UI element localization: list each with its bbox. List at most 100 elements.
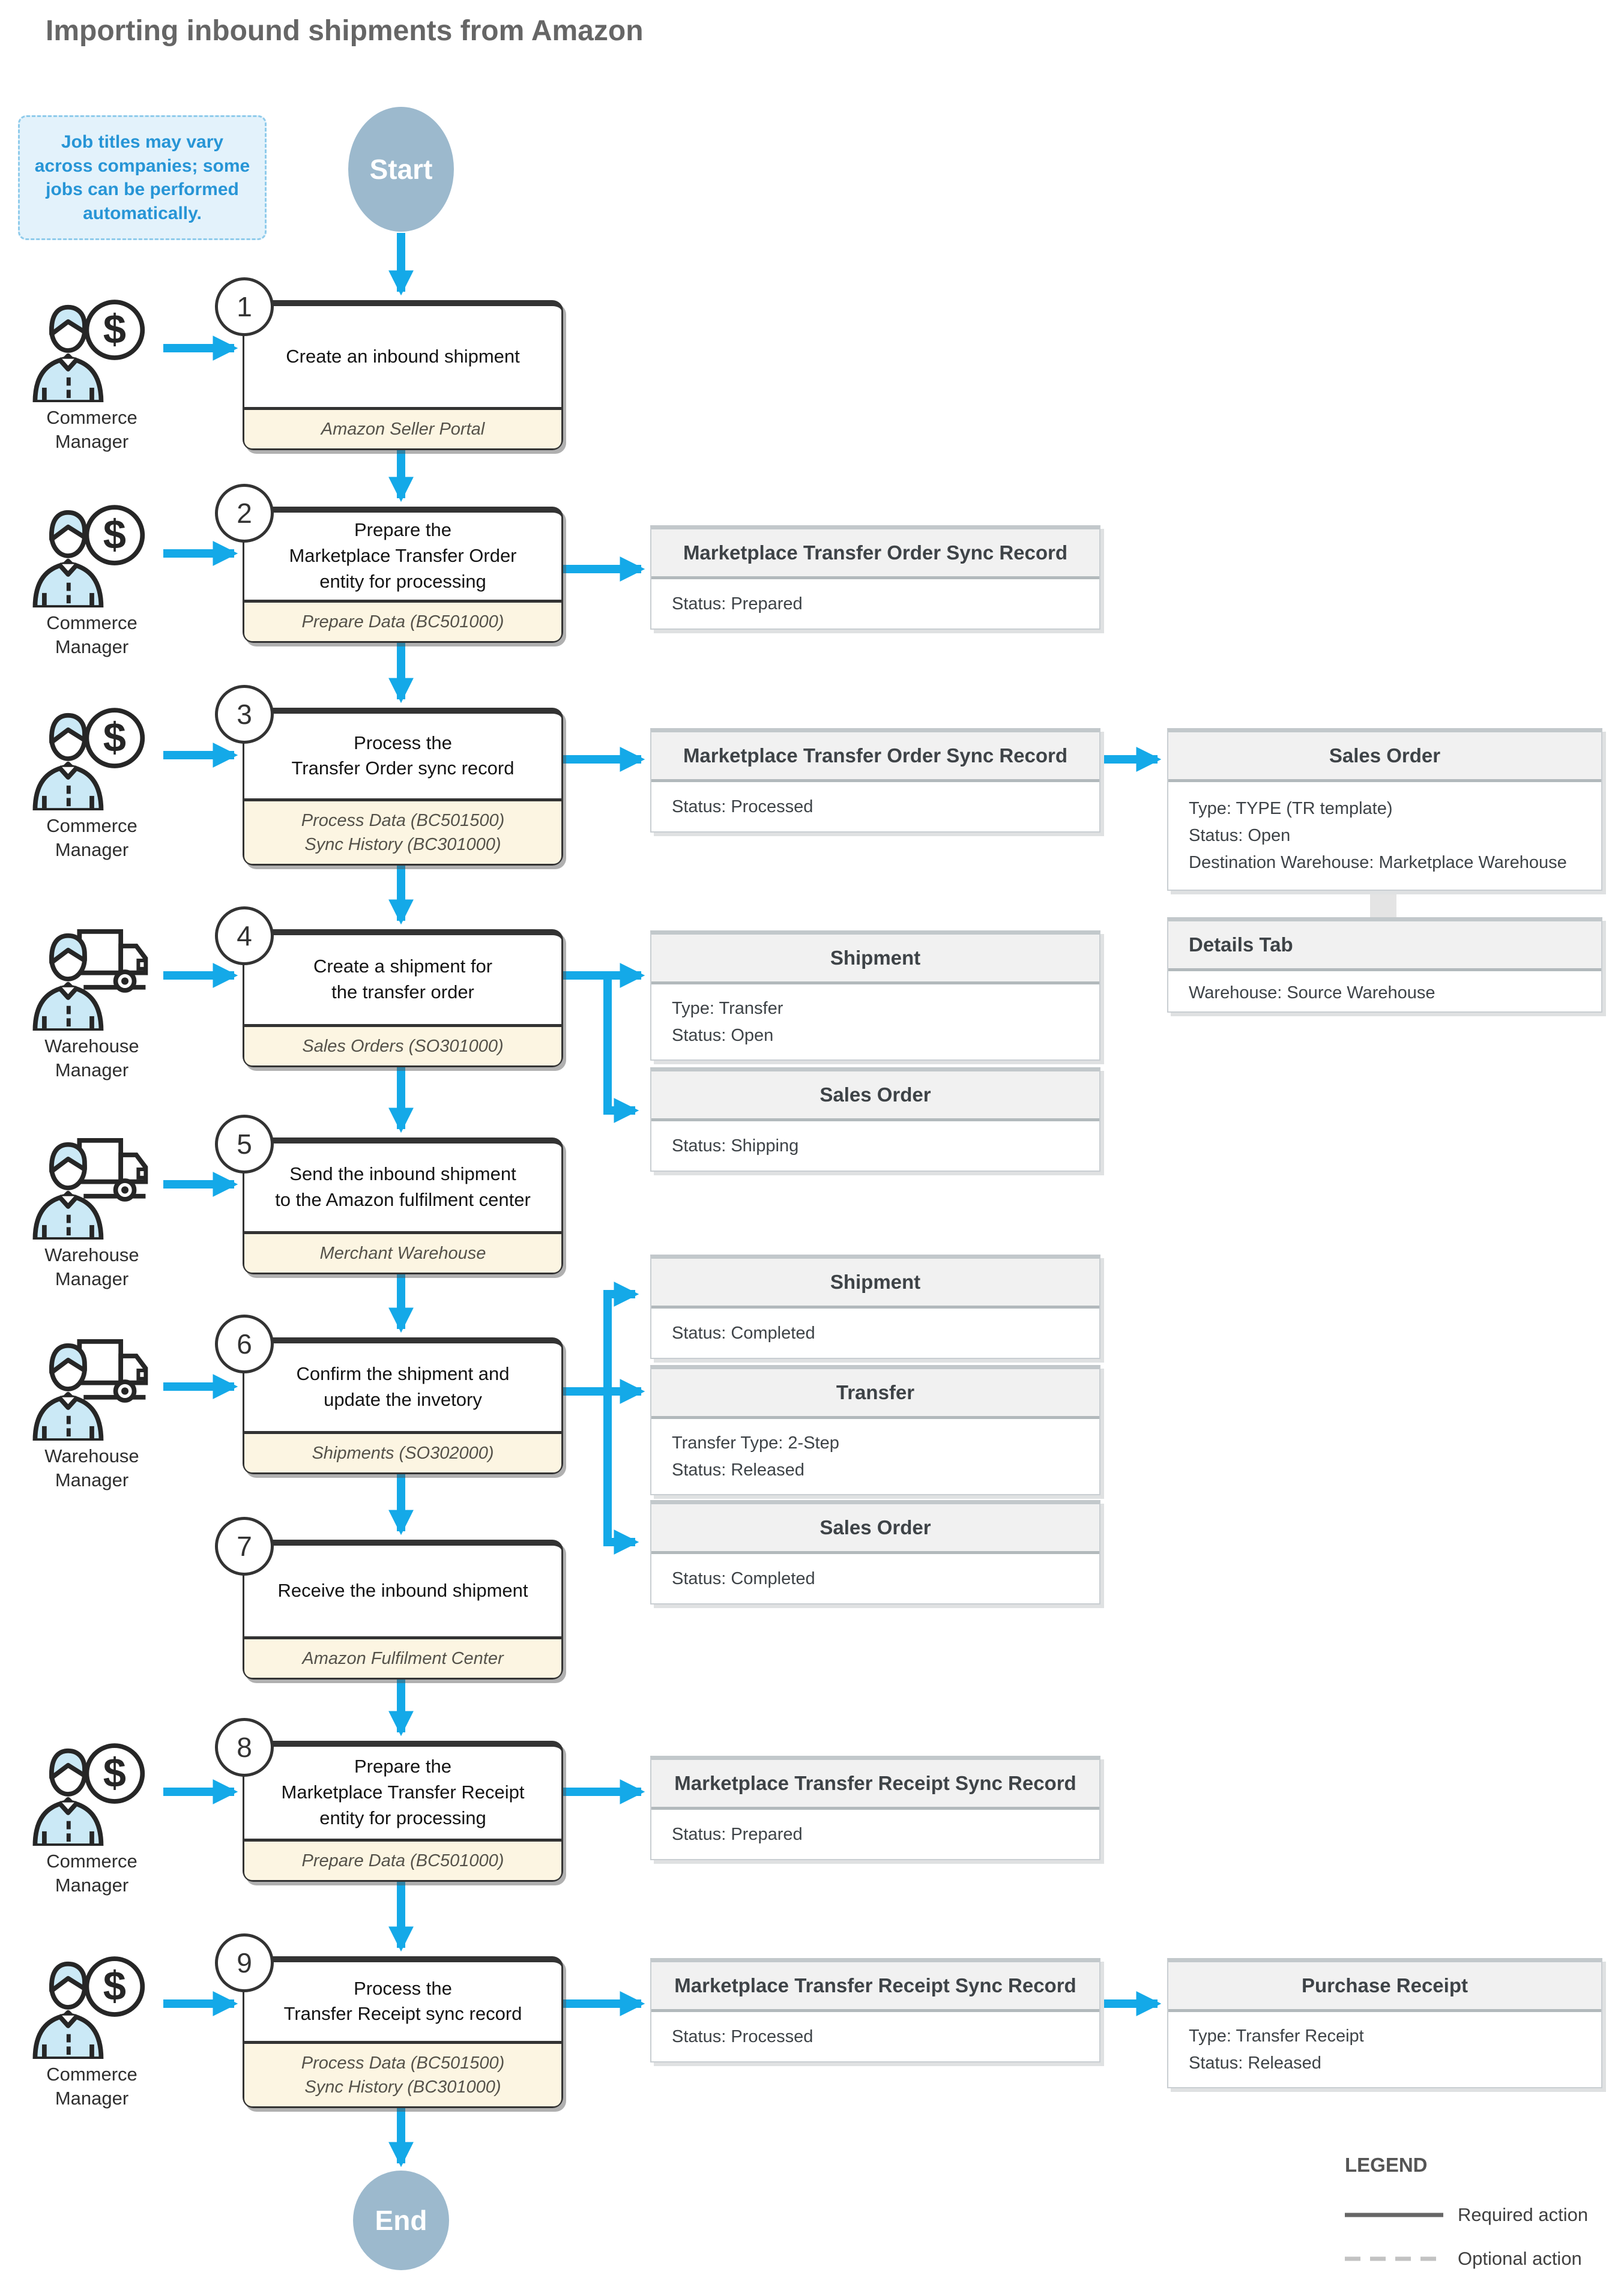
record-title: Marketplace Transfer Receipt Sync Record <box>651 1760 1099 1810</box>
step-title: Confirm the shipment and update the inve… <box>296 1363 510 1410</box>
record-body: Type: Transfer Receipt Status: Released <box>1189 2026 1364 2073</box>
step-box-1: 1 Create an inbound shipment Amazon Sell… <box>215 277 563 450</box>
record-title: Marketplace Transfer Receipt Sync Record <box>651 1962 1099 2012</box>
step-box-2: 2 Prepare the Marketplace Transfer Order… <box>215 484 563 643</box>
step-number-9: 9 <box>215 1933 274 1992</box>
record-body: Transfer Type: 2-Step Status: Released <box>672 1433 839 1480</box>
record-title: Purchase Receipt <box>1168 1962 1601 2012</box>
step-title: Create a shipment for the transfer order <box>313 956 493 1002</box>
actor-warehouse-manager-step5: Warehouse Manager <box>17 1136 167 1292</box>
step-footer: Prepare Data (BC501000) <box>244 1838 561 1880</box>
step-number-1: 1 <box>215 277 274 336</box>
step-box-8: 8 Prepare the Marketplace Transfer Recei… <box>215 1718 563 1882</box>
step-title: Send the inbound shipment to the Amazon … <box>275 1163 531 1210</box>
record-sales-order-completed: Sales Order Status: Completed <box>650 1500 1100 1604</box>
legend-title: LEGEND <box>1345 2154 1428 2176</box>
record-sales-order-open: Sales Order Type: TYPE (TR template) Sta… <box>1167 728 1602 891</box>
warehouse-manager-icon <box>29 1136 155 1240</box>
step-number-8: 8 <box>215 1718 274 1777</box>
record-sales-order-shipping: Sales Order Status: Shipping <box>650 1067 1100 1172</box>
step-footer: Merchant Warehouse <box>244 1231 561 1273</box>
actor-label: Warehouse Manager <box>44 1035 139 1081</box>
record-body: Status: Shipping <box>672 1136 799 1156</box>
actor-label: Commerce Manager <box>46 1851 137 1896</box>
step-title: Process the Transfer Receipt sync record <box>283 1977 522 2025</box>
step-footer: Shipments (SO302000) <box>244 1430 561 1472</box>
commerce-manager-icon <box>29 1956 155 2059</box>
record-title: Transfer <box>651 1369 1099 1419</box>
step-number-6: 6 <box>215 1315 274 1373</box>
step-footer: Amazon Fulfilment Center <box>244 1636 561 1678</box>
warehouse-manager-icon <box>29 927 155 1031</box>
record-shipment-completed: Shipment Status: Completed <box>650 1255 1100 1359</box>
step-box-6: 6 Confirm the shipment and update the in… <box>215 1315 563 1474</box>
record-body: Status: Completed <box>672 1323 815 1343</box>
record-purchase-receipt: Purchase Receipt Type: Transfer Receipt … <box>1167 1958 1602 2088</box>
actor-commerce-manager-step1: Commerce Manager <box>17 299 167 454</box>
actor-commerce-manager-step8: Commerce Manager <box>17 1743 167 1898</box>
record-shipment-open: Shipment Type: Transfer Status: Open <box>650 930 1100 1061</box>
record-title: Sales Order <box>651 1071 1099 1121</box>
step-box-7: 7 Receive the inbound shipment Amazon Fu… <box>215 1517 563 1680</box>
record-body: Status: Processed <box>672 797 814 816</box>
record-body: Warehouse: Source Warehouse <box>1189 983 1435 1002</box>
arrow-step4-branch-salesorder <box>603 975 639 1123</box>
record-mto-sync-prepared: Marketplace Transfer Order Sync Record S… <box>650 525 1100 630</box>
actor-label: Warehouse Manager <box>44 1244 139 1290</box>
actor-warehouse-manager-step6: Warehouse Manager <box>17 1337 167 1493</box>
record-title: Sales Order <box>651 1504 1099 1554</box>
record-title: Marketplace Transfer Order Sync Record <box>651 529 1099 579</box>
page-title: Importing inbound shipments from Amazon <box>46 15 644 47</box>
step-number-5: 5 <box>215 1115 274 1174</box>
record-mto-sync-processed: Marketplace Transfer Order Sync Record S… <box>650 728 1100 833</box>
step-footer: Amazon Seller Portal <box>244 406 561 448</box>
actor-commerce-manager-step2: Commerce Manager <box>17 504 167 660</box>
record-body: Type: TYPE (TR template) Status: Open De… <box>1189 799 1567 872</box>
arrow-step6-branch-shipment <box>603 1282 639 1391</box>
commerce-manager-icon <box>29 299 155 402</box>
commerce-manager-icon <box>29 707 155 810</box>
record-details-tab: Details Tab Warehouse: Source Warehouse <box>1167 917 1602 1013</box>
actor-commerce-manager-step9: Commerce Manager <box>17 1956 167 2111</box>
record-title: Details Tab <box>1168 921 1601 971</box>
actor-label: Warehouse Manager <box>44 1445 139 1491</box>
step-footer: Process Data (BC501500) Sync History (BC… <box>244 798 561 864</box>
start-terminal: Start <box>348 107 454 232</box>
step-number-7: 7 <box>215 1517 274 1576</box>
note-box: Job titles may vary across companies; so… <box>18 115 267 241</box>
actor-warehouse-manager-step4: Warehouse Manager <box>17 927 167 1083</box>
step-number-3: 3 <box>215 685 274 744</box>
step-footer: Process Data (BC501500) Sync History (BC… <box>244 2040 561 2106</box>
warehouse-manager-icon <box>29 1337 155 1441</box>
step-footer: Prepare Data (BC501000) <box>244 599 561 641</box>
record-title: Marketplace Transfer Order Sync Record <box>651 732 1099 782</box>
actor-label: Commerce Manager <box>46 2064 137 2109</box>
record-transfer-released: Transfer Transfer Type: 2-Step Status: R… <box>650 1365 1100 1495</box>
step-number-2: 2 <box>215 484 274 543</box>
step-box-5: 5 Send the inbound shipment to the Amazo… <box>215 1115 563 1274</box>
step-box-3: 3 Process the Transfer Order sync record… <box>215 685 563 866</box>
record-mtr-sync-prepared: Marketplace Transfer Receipt Sync Record… <box>650 1756 1100 1860</box>
record-body: Status: Prepared <box>672 1824 803 1844</box>
legend-required-label: Required action <box>1458 2204 1589 2225</box>
step-box-9: 9 Process the Transfer Receipt sync reco… <box>215 1933 563 2108</box>
commerce-manager-icon <box>29 504 155 607</box>
actor-commerce-manager-step3: Commerce Manager <box>17 707 167 863</box>
actor-label: Commerce Manager <box>46 815 137 861</box>
record-body: Status: Prepared <box>672 594 803 613</box>
step-title: Create an inbound shipment <box>286 345 520 367</box>
step-title: Process the Transfer Order sync record <box>291 732 515 779</box>
actor-label: Commerce Manager <box>46 612 137 658</box>
record-mtr-sync-processed: Marketplace Transfer Receipt Sync Record… <box>650 1958 1100 2062</box>
legend-optional-label: Optional action <box>1458 2248 1582 2269</box>
record-title: Sales Order <box>1168 732 1601 782</box>
end-terminal: End <box>353 2171 449 2270</box>
record-title: Shipment <box>651 1259 1099 1309</box>
step-title: Prepare the Marketplace Transfer Order e… <box>289 519 517 592</box>
record-body: Type: Transfer Status: Open <box>672 998 783 1045</box>
step-box-4: 4 Create a shipment for the transfer ord… <box>215 906 563 1067</box>
step-footer: Sales Orders (SO301000) <box>244 1023 561 1065</box>
step-number-4: 4 <box>215 906 274 965</box>
record-body: Status: Processed <box>672 2026 814 2046</box>
